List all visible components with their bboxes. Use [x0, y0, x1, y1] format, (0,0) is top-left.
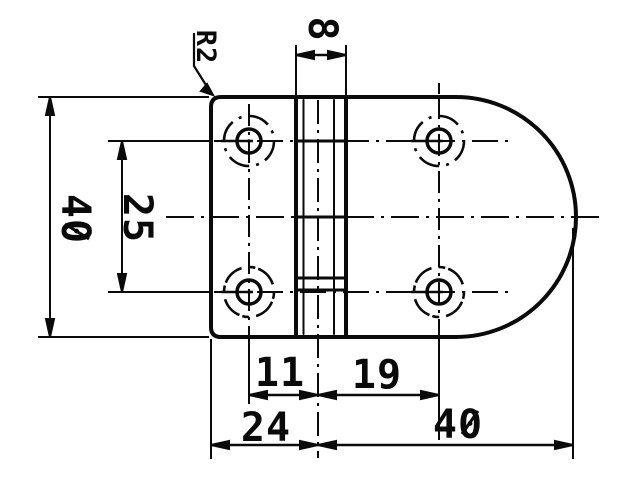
label-pin-to-left-hole: 11 — [255, 350, 305, 396]
hole-top-left — [221, 114, 276, 168]
label-pin-to-right-edge: 40 — [433, 402, 483, 448]
svg-text:40: 40 — [52, 194, 98, 244]
dim-row-11-19 — [248, 389, 440, 401]
r2-leader — [192, 33, 216, 97]
dimension-lines — [38, 33, 574, 459]
dim-height-40 — [44, 96, 56, 338]
hole-top-right — [411, 114, 466, 168]
holes — [221, 114, 466, 319]
dim-pin-width-8 — [295, 49, 347, 61]
hinge-plate-outline — [209, 95, 578, 339]
label-corner-radius: R2 — [190, 30, 221, 65]
dim-row-24-40 — [210, 439, 574, 451]
label-pin-width: 8 — [299, 16, 345, 41]
label-left-edge-to-pin: 24 — [241, 405, 291, 451]
hole-bottom-left — [221, 265, 276, 319]
label-hole-spacing: 25 — [114, 193, 160, 243]
label-pin-to-right-hole: 19 — [352, 352, 402, 398]
hole-bottom-right — [411, 265, 466, 319]
label-plate-height: 40 — [52, 194, 98, 244]
svg-text:40: 40 — [433, 402, 483, 448]
dim-hole-spacing-25 — [116, 140, 128, 293]
centerlines — [166, 83, 604, 458]
dimension-labels: R2 8 40 25 11 19 24 40 — [52, 16, 483, 451]
